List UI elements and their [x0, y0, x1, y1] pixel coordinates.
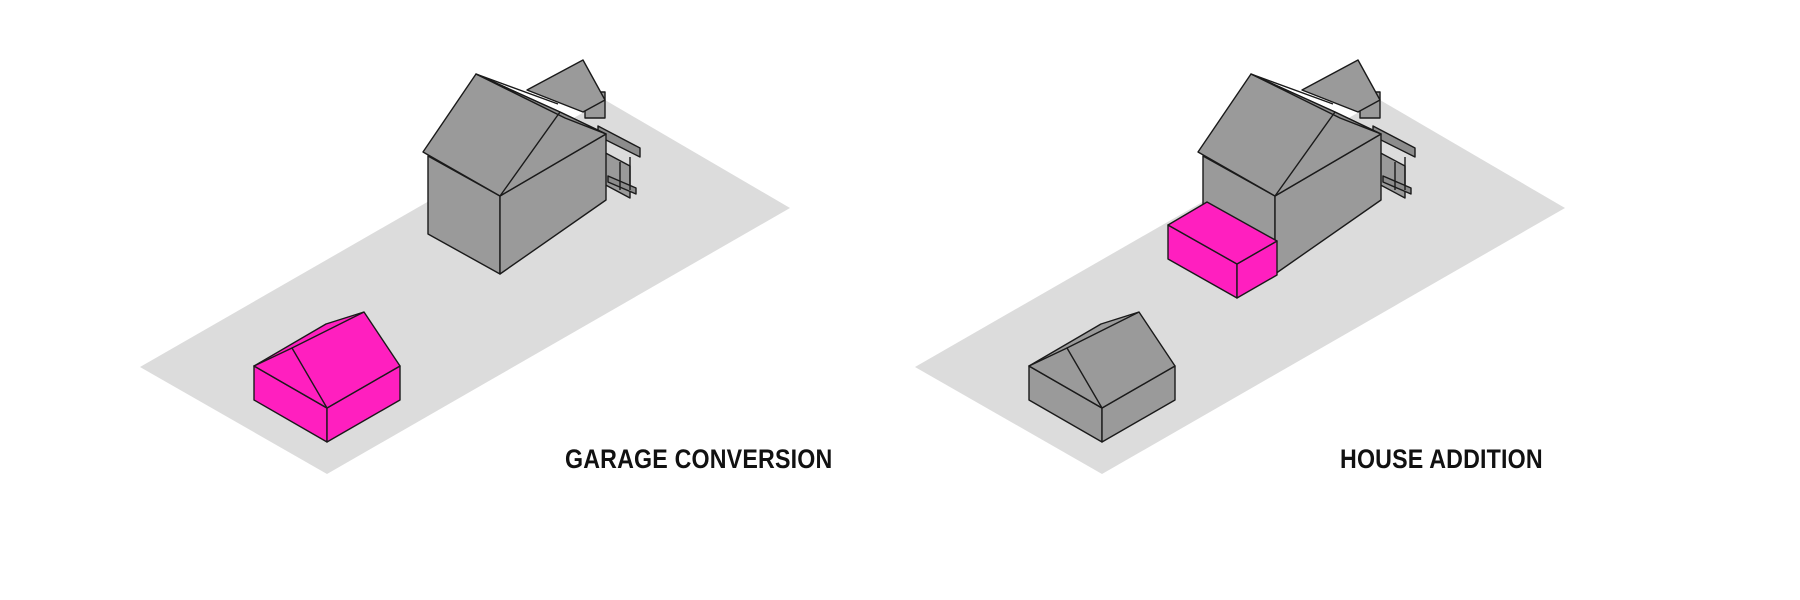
house-addition-diagram [915, 59, 1565, 474]
garage [1028, 311, 1176, 443]
garage-highlighted [253, 311, 401, 443]
addition-highlighted [1167, 201, 1278, 299]
garage-conversion-panel: GARAGE CONVERSION [140, 59, 833, 474]
house-addition-panel: HOUSE ADDITION [775, 0, 1675, 600]
caption-garage-conversion: GARAGE CONVERSION [565, 444, 833, 474]
main-house [1197, 59, 1416, 275]
garage-conversion-diagram [140, 59, 790, 474]
caption-house-addition: HOUSE ADDITION [1340, 444, 1543, 474]
main-house [422, 59, 641, 275]
